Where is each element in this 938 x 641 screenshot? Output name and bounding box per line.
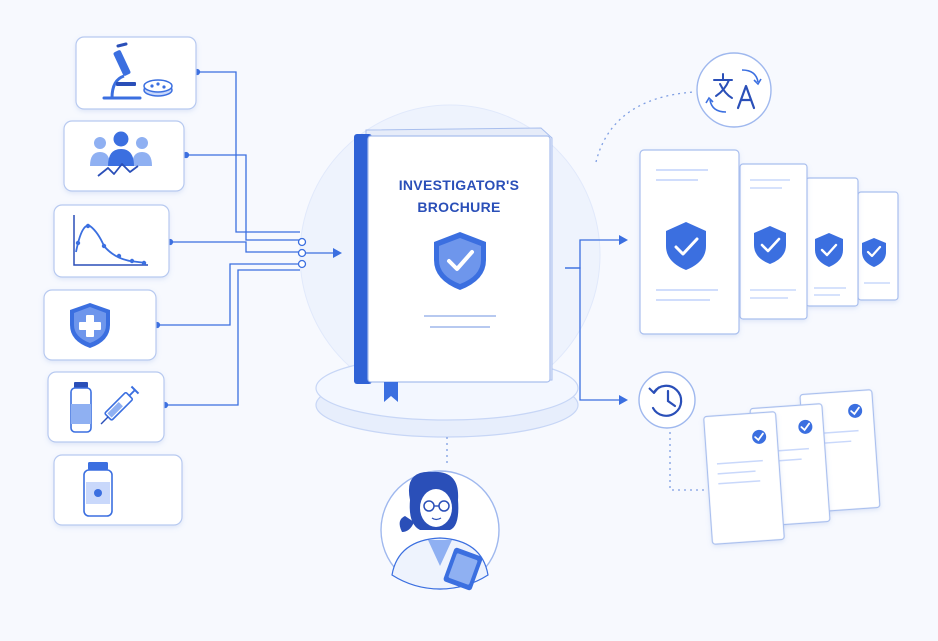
book-title-line-1: INVESTIGATOR'S	[399, 177, 520, 193]
dotted-connector	[595, 91, 695, 163]
connector-line	[165, 269, 300, 406]
translate-icon	[705, 69, 762, 113]
connector-line	[197, 71, 300, 233]
translate-badge	[696, 52, 772, 128]
connector-line	[157, 263, 300, 326]
output-arrow-versions	[565, 267, 628, 405]
safety-shield-icon	[70, 303, 110, 348]
connector-dots	[153, 68, 307, 409]
merge-node	[297, 237, 307, 247]
translated-documents	[639, 149, 899, 335]
verified-shield-icon	[434, 232, 486, 290]
input-card-safety	[43, 289, 157, 361]
input-card-population	[63, 120, 185, 192]
bookmark-ribbon	[384, 382, 398, 402]
vial-syringe-icon	[70, 382, 140, 433]
input-card-formulation	[53, 454, 183, 526]
history-icon	[648, 384, 683, 417]
connector-line	[170, 241, 300, 253]
investigator-avatar	[380, 470, 500, 591]
card	[47, 371, 165, 443]
input-card-dosing	[47, 371, 165, 443]
central-book: INVESTIGATOR'S BROCHURE	[315, 127, 579, 438]
merge-node	[297, 248, 307, 258]
input-connectors	[157, 71, 300, 406]
merge-node	[297, 259, 307, 269]
medicine-bottle-icon	[83, 462, 113, 517]
dotted-connector	[669, 432, 706, 491]
book-title-line-2: BROCHURE	[417, 199, 500, 215]
history-badge	[638, 371, 696, 429]
document-card	[857, 191, 899, 301]
document-card	[739, 163, 808, 320]
input-card-pharmacokinetics	[53, 204, 170, 278]
petri-dish-icon	[143, 79, 173, 97]
version-documents	[703, 389, 881, 545]
document-card	[703, 411, 785, 545]
card	[53, 204, 170, 278]
microscope-icon	[102, 42, 142, 100]
connector-line	[186, 154, 300, 241]
document-card	[639, 149, 740, 335]
document-card	[805, 177, 859, 307]
card	[53, 454, 183, 526]
pharmacokinetic-curve-icon	[73, 215, 148, 266]
input-card-research	[75, 36, 197, 110]
patient-population-icon	[90, 131, 152, 177]
